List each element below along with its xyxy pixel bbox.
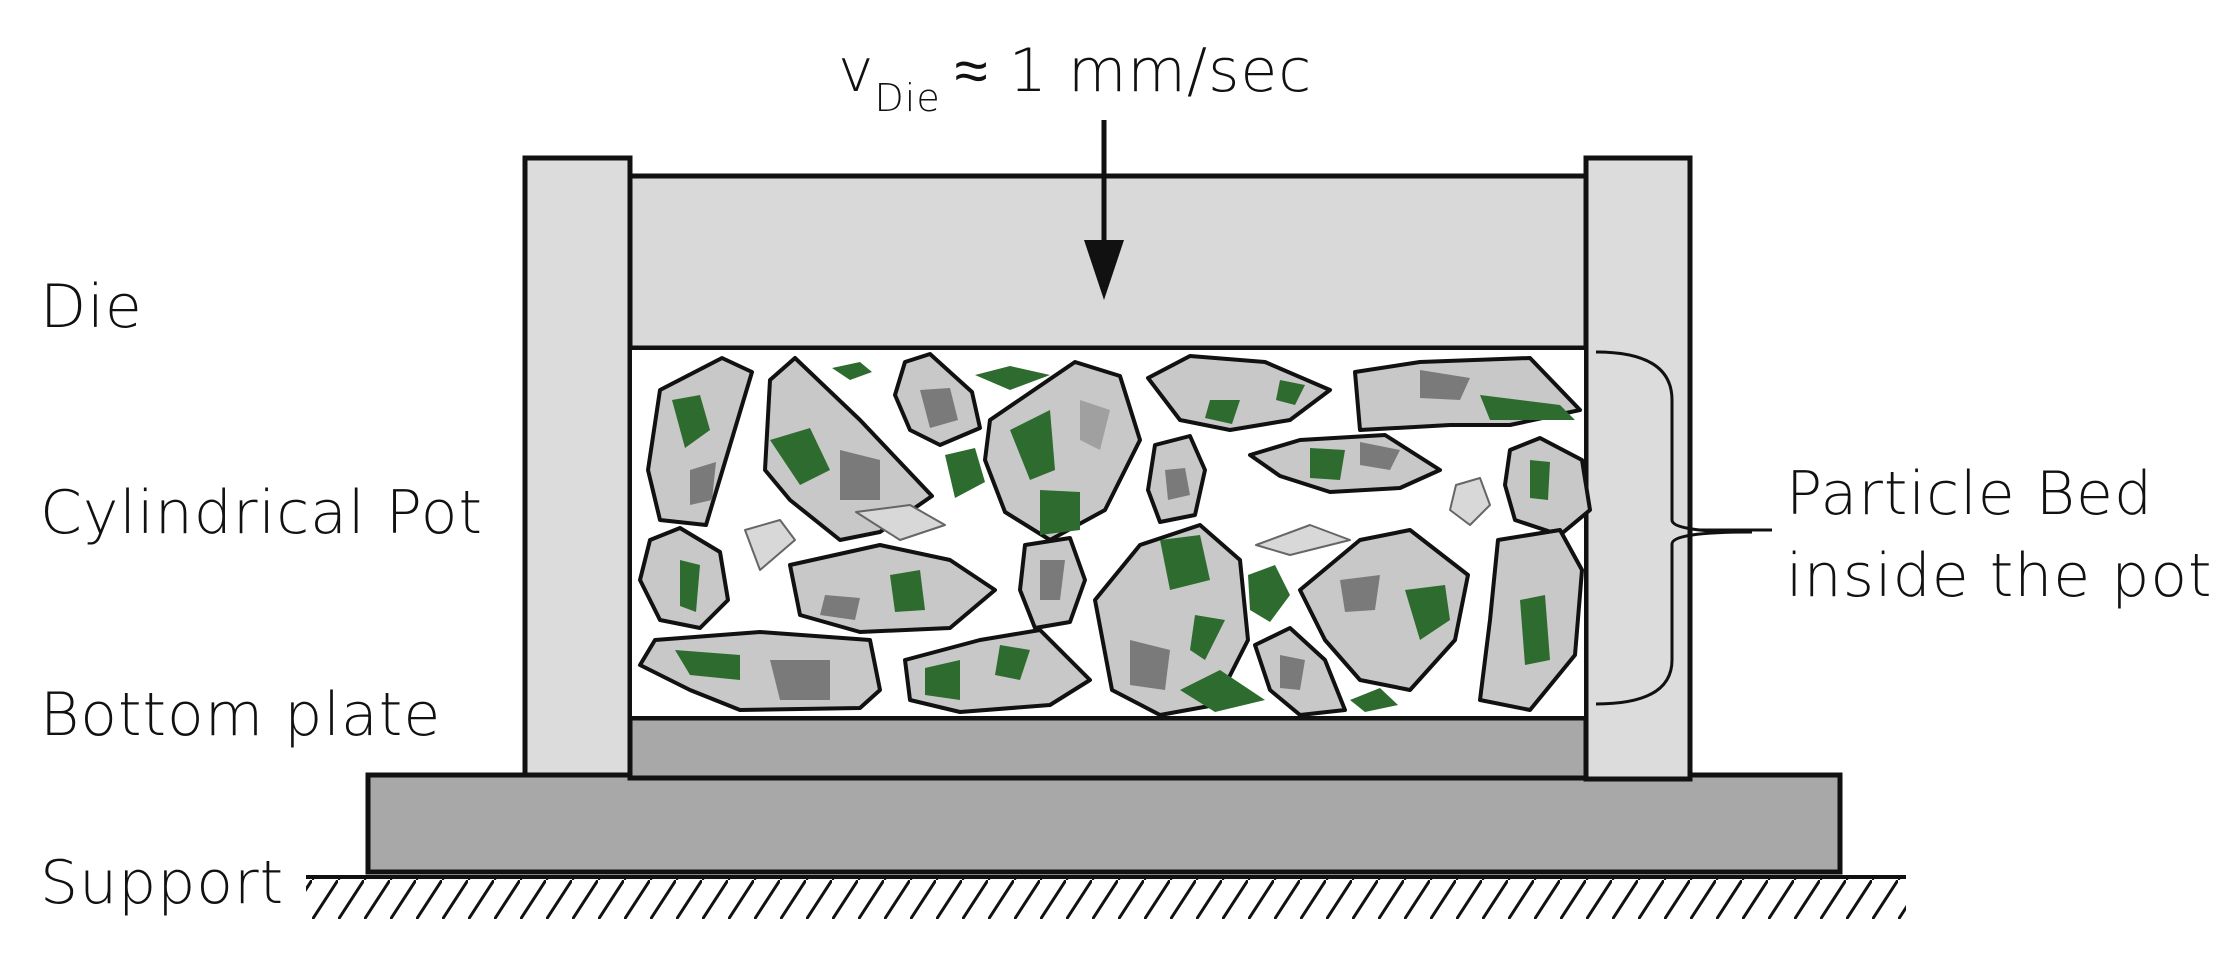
die-label: Die: [40, 272, 143, 342]
particle: [1298, 528, 1470, 692]
particle: [646, 356, 754, 527]
support-label: Support: [40, 848, 285, 918]
particle: [788, 543, 997, 634]
particle-bed-label-line2: inside the pot: [1786, 541, 2213, 611]
die-velocity-arrow: [1084, 120, 1124, 300]
pot-wall-left: [522, 155, 633, 778]
pot-wall-right: [1583, 155, 1693, 782]
particle: [638, 526, 730, 630]
particle: [1093, 523, 1250, 717]
particle-bed-brace: [1595, 350, 1753, 706]
particle: [1248, 433, 1442, 494]
bottom-plate-label: Bottom plate: [40, 680, 442, 750]
particle: [1253, 626, 1347, 717]
velocity-subscript: Die: [874, 76, 941, 120]
velocity-value: ≈ 1 mm/sec: [954, 36, 1313, 106]
bottom-plate: [627, 715, 1589, 781]
die-velocity-label: vDie ≈ 1 mm/sec: [838, 36, 1313, 120]
particles: [638, 352, 1592, 717]
particle: [893, 352, 982, 447]
support-base: [365, 772, 1843, 875]
particle: [638, 630, 882, 712]
particle: [1018, 536, 1087, 630]
particle: [903, 628, 1092, 714]
particle: [983, 360, 1142, 542]
particle: [1353, 356, 1582, 432]
particle: [1503, 436, 1592, 537]
velocity-symbol: v: [838, 36, 875, 106]
particle: [1146, 434, 1207, 524]
cylindrical-pot-label: Cylindrical Pot: [40, 478, 483, 548]
particle: [1146, 354, 1332, 432]
particle-bed-label-line1: Particle Bed: [1786, 459, 2154, 529]
ground-hatch: [306, 875, 1906, 919]
particle: [763, 356, 934, 542]
particle: [1478, 528, 1584, 712]
